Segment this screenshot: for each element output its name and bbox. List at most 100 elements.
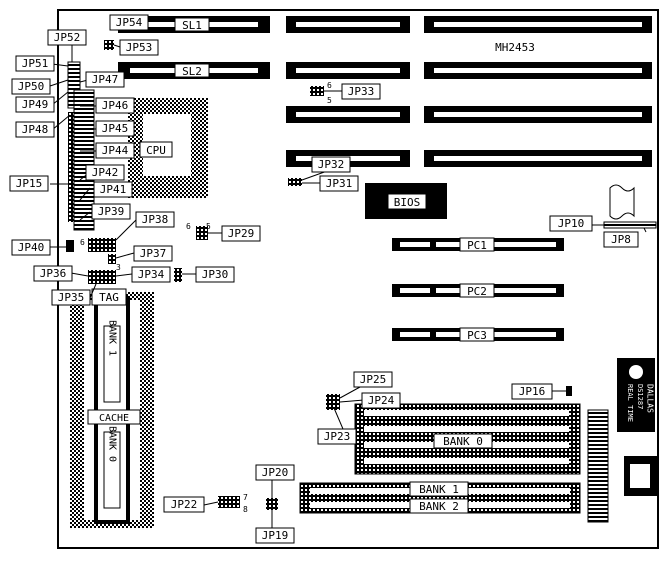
svg-text:BANK 0: BANK 0 bbox=[443, 435, 483, 448]
svg-text:REAL TIME: REAL TIME bbox=[626, 384, 634, 422]
svg-text:JP44: JP44 bbox=[102, 144, 129, 157]
svg-text:JP42: JP42 bbox=[92, 166, 119, 179]
svg-text:JP10: JP10 bbox=[558, 217, 585, 230]
jp22-pin-a: 7 bbox=[243, 493, 248, 502]
jp54-label: JP54 bbox=[109, 14, 149, 31]
svg-text:JP48: JP48 bbox=[22, 123, 49, 136]
jp8-label: JP8 bbox=[603, 231, 639, 248]
dallas-rtc-chip: DALLAS DS1287 REAL TIME bbox=[617, 358, 655, 432]
svg-text:JP25: JP25 bbox=[360, 373, 387, 386]
jp31-label: JP31 bbox=[319, 175, 359, 192]
svg-text:JP53: JP53 bbox=[126, 41, 153, 54]
svg-text:SL1: SL1 bbox=[182, 19, 202, 32]
jp29-pin-a: 6 bbox=[186, 222, 191, 231]
jp38-label: JP38 bbox=[135, 211, 175, 228]
jp22-pin-b: 8 bbox=[243, 505, 248, 514]
jp25-label: JP25 bbox=[353, 371, 393, 388]
svg-text:JP35: JP35 bbox=[58, 291, 85, 304]
svg-text:JP19: JP19 bbox=[262, 529, 289, 542]
svg-text:DALLAS: DALLAS bbox=[646, 384, 655, 413]
bios-chip: BIOS bbox=[365, 183, 447, 219]
leader-lines bbox=[49, 21, 647, 528]
svg-text:JP34: JP34 bbox=[138, 268, 165, 281]
svg-text:JP23: JP23 bbox=[324, 430, 351, 443]
bios-label: BIOS bbox=[394, 196, 421, 209]
jp20-label: JP20 bbox=[255, 464, 295, 481]
jp49-label: JP49 bbox=[15, 96, 55, 113]
svg-text:DS1287: DS1287 bbox=[636, 384, 644, 409]
slot-label-sl1: SL1 bbox=[174, 17, 210, 32]
svg-text:JP38: JP38 bbox=[142, 213, 169, 226]
cache-bank0-label: BANK 0 bbox=[103, 426, 121, 509]
jp39-pin: 6 bbox=[80, 238, 85, 247]
jp34-pin: 3 bbox=[116, 263, 121, 272]
svg-text:JP36: JP36 bbox=[40, 267, 67, 280]
svg-text:JP51: JP51 bbox=[22, 57, 49, 70]
jp33-label: JP33 bbox=[341, 83, 381, 100]
cache-label: CACHE bbox=[87, 409, 141, 425]
svg-text:JP24: JP24 bbox=[368, 394, 395, 407]
jp46-label: JP46 bbox=[95, 97, 135, 114]
svg-text:JP29: JP29 bbox=[228, 227, 255, 240]
isa-slots bbox=[118, 16, 652, 167]
jp48-label: JP48 bbox=[15, 121, 55, 138]
svg-text:BANK 2: BANK 2 bbox=[419, 500, 459, 513]
svg-text:CACHE: CACHE bbox=[99, 413, 129, 424]
jp30-label: JP30 bbox=[195, 266, 235, 283]
left-jumper-column bbox=[66, 61, 95, 252]
svg-text:TAG: TAG bbox=[99, 291, 119, 304]
jp47-label: JP47 bbox=[85, 71, 125, 88]
jp19-label: JP19 bbox=[255, 527, 295, 544]
svg-text:JP30: JP30 bbox=[202, 268, 229, 281]
jp22-label: JP22 bbox=[163, 496, 205, 513]
jp15-label: JP15 bbox=[9, 175, 49, 192]
svg-text:BANK 0: BANK 0 bbox=[107, 426, 118, 462]
jp42-label: JP42 bbox=[85, 164, 125, 181]
svg-text:JP16: JP16 bbox=[519, 385, 546, 398]
jp16-label: JP16 bbox=[511, 383, 553, 400]
svg-text:JP54: JP54 bbox=[116, 16, 143, 29]
slot-label-sl2: SL2 bbox=[174, 63, 210, 78]
svg-text:JP52: JP52 bbox=[54, 31, 81, 44]
svg-text:JP47: JP47 bbox=[92, 73, 119, 86]
svg-text:PC2: PC2 bbox=[467, 285, 487, 298]
svg-text:JP33: JP33 bbox=[348, 85, 375, 98]
tag-chip: TAG bbox=[91, 288, 127, 306]
jp32-label: JP32 bbox=[311, 156, 351, 173]
jumper-blocks bbox=[88, 40, 572, 510]
svg-text:PC3: PC3 bbox=[467, 329, 487, 342]
svg-text:JP15: JP15 bbox=[16, 177, 43, 190]
simm-bank1-label: BANK 1 bbox=[409, 481, 469, 497]
svg-text:JP39: JP39 bbox=[98, 205, 125, 218]
jp52-label: JP52 bbox=[47, 29, 87, 46]
svg-text:JP50: JP50 bbox=[18, 80, 45, 93]
jp37-label: JP37 bbox=[133, 245, 173, 262]
cache-bank1-label: BANK 1 bbox=[103, 320, 121, 403]
simm-bank0-label: BANK 0 bbox=[433, 433, 493, 449]
cpu-label: CPU bbox=[146, 144, 166, 157]
svg-text:JP31: JP31 bbox=[326, 177, 353, 190]
svg-text:JP46: JP46 bbox=[102, 99, 129, 112]
jp33-pin-a: 6 bbox=[327, 81, 332, 90]
svg-text:BANK 1: BANK 1 bbox=[107, 320, 118, 356]
svg-text:PC1: PC1 bbox=[467, 239, 487, 252]
svg-text:JP8: JP8 bbox=[611, 233, 631, 246]
svg-text:JP49: JP49 bbox=[22, 98, 49, 111]
jp44-label: JP44 bbox=[95, 142, 135, 159]
svg-text:SL2: SL2 bbox=[182, 65, 202, 78]
svg-text:JP40: JP40 bbox=[18, 241, 45, 254]
jp34-label: JP34 bbox=[131, 266, 171, 283]
svg-text:JP22: JP22 bbox=[171, 498, 198, 511]
jp10-label: JP10 bbox=[549, 215, 593, 232]
jp29-pin-b: 5 bbox=[206, 222, 211, 231]
cpu-socket: CPU bbox=[128, 98, 208, 198]
jp35-label: JP35 bbox=[51, 289, 91, 306]
jp53-label: JP53 bbox=[119, 39, 159, 56]
svg-text:JP32: JP32 bbox=[318, 158, 345, 171]
jp40-label: JP40 bbox=[11, 239, 51, 256]
jp41-label: JP41 bbox=[93, 181, 133, 198]
jp23-label: JP23 bbox=[317, 428, 357, 445]
svg-text:JP20: JP20 bbox=[262, 466, 289, 479]
svg-text:BANK 1: BANK 1 bbox=[419, 483, 459, 496]
